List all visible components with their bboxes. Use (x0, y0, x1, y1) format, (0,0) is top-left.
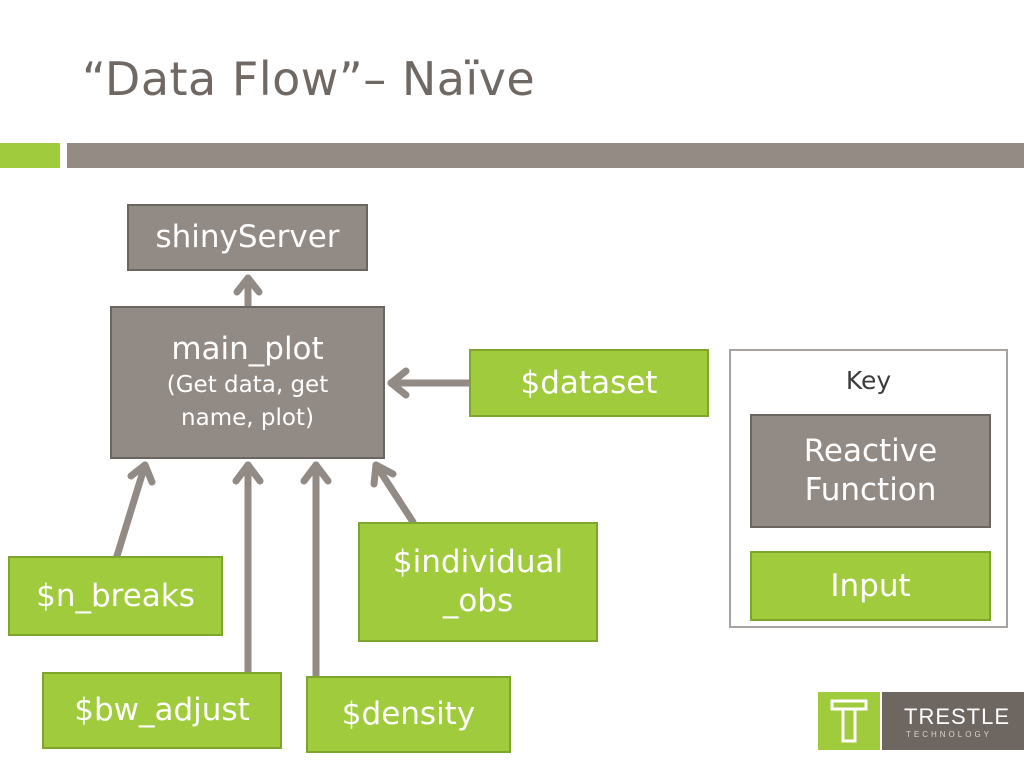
arrowhead-individualobs-to-main (370, 461, 397, 488)
trestle-logo: TRESTLE TECHNOLOGY (818, 692, 1024, 750)
arrowhead-nbreaks-to-main (127, 461, 156, 486)
logo-subtitle: TECHNOLOGY (906, 730, 993, 739)
arrowhead-bwadjust-to-main (232, 461, 264, 485)
bw-adjust-input-node: $bw_adjust (42, 672, 282, 749)
accent-bar-gray (67, 143, 1024, 168)
dataset-input-node: $dataset (469, 349, 709, 417)
nbreaks-input-node: $n_breaks (8, 556, 223, 636)
logo-text-panel (882, 692, 1024, 750)
trestle-t-icon (830, 699, 868, 743)
shinyserver-label: shinyServer (155, 219, 340, 256)
key-title: Key (845, 366, 892, 395)
key-input-label: Input (830, 567, 911, 604)
arrowhead-density-to-main (300, 461, 332, 485)
density-input-node: $density (306, 676, 511, 753)
individual-obs-label-line1: $individual (392, 544, 564, 581)
arrow-individualobs-to-main (372, 461, 417, 526)
main-plot-node: main_plot (Get data, get name, plot) (110, 306, 385, 459)
individual-obs-input-node: $individual _obs (358, 522, 598, 642)
main-plot-desc-line1: (Get data, get (166, 371, 329, 398)
logo-mark-panel (818, 692, 880, 750)
key-input-swatch: Input (750, 551, 991, 621)
main-plot-label: main_plot (171, 330, 324, 367)
shinyserver-node: shinyServer (127, 204, 368, 271)
accent-bar-green (0, 143, 60, 168)
key-reactive-swatch: Reactive Function (750, 414, 991, 528)
dataset-label: $dataset (520, 364, 658, 401)
arrowhead-main-to-server (233, 274, 263, 296)
individual-obs-label-line2: _obs (442, 583, 514, 619)
bw-adjust-label: $bw_adjust (74, 692, 250, 729)
nbreaks-label: $n_breaks (36, 577, 195, 614)
density-label: $density (341, 696, 476, 733)
main-plot-desc-line2: name, plot) (181, 404, 314, 431)
arrowhead-dataset-to-main (387, 367, 410, 399)
logo-name: TRESTLE (904, 704, 1011, 729)
key-reactive-line2: Function (804, 472, 937, 508)
slide-title: “Data Flow”– Naïve (82, 52, 536, 106)
arrow-nbreaks-to-main (113, 461, 149, 560)
key-reactive-line1: Reactive (803, 433, 938, 470)
